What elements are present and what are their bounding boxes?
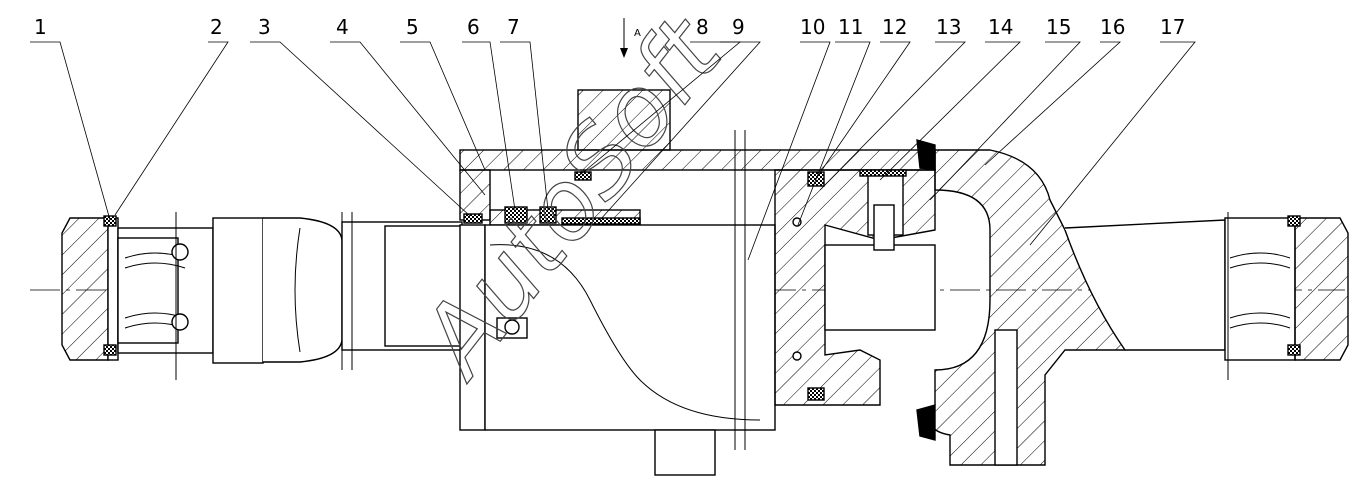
part-number: 10 — [800, 15, 825, 39]
piston — [774, 169, 936, 406]
part-number: 5 — [406, 15, 419, 39]
part-number: 16 — [1100, 15, 1125, 39]
part-number: 11 — [838, 15, 863, 39]
part-number: 14 — [988, 15, 1013, 39]
part-number: 13 — [936, 15, 961, 39]
part-number: 7 — [507, 15, 520, 39]
right-housing — [916, 139, 1226, 466]
right-yoke — [1224, 212, 1349, 380]
main-housing — [459, 89, 936, 476]
part-number: 12 — [882, 15, 907, 39]
part-number: 9 — [732, 15, 745, 39]
part-number: 15 — [1046, 15, 1071, 39]
part-number: 6 — [467, 15, 480, 39]
part-number: 8 — [696, 15, 709, 39]
section-arrow-head — [620, 48, 628, 58]
part-number-labels: 1 2 3 4 5 6 7 8 9 10 11 12 13 14 15 16 1… — [34, 15, 1185, 39]
part-number: 1 — [34, 15, 47, 39]
section-view-label: A — [634, 28, 641, 39]
part-number: 3 — [258, 15, 271, 39]
part-number: 17 — [1160, 15, 1185, 39]
left-yoke — [61, 212, 463, 380]
part-number: 2 — [210, 15, 223, 39]
part-number: 4 — [336, 15, 349, 39]
callouts — [30, 41, 1196, 261]
